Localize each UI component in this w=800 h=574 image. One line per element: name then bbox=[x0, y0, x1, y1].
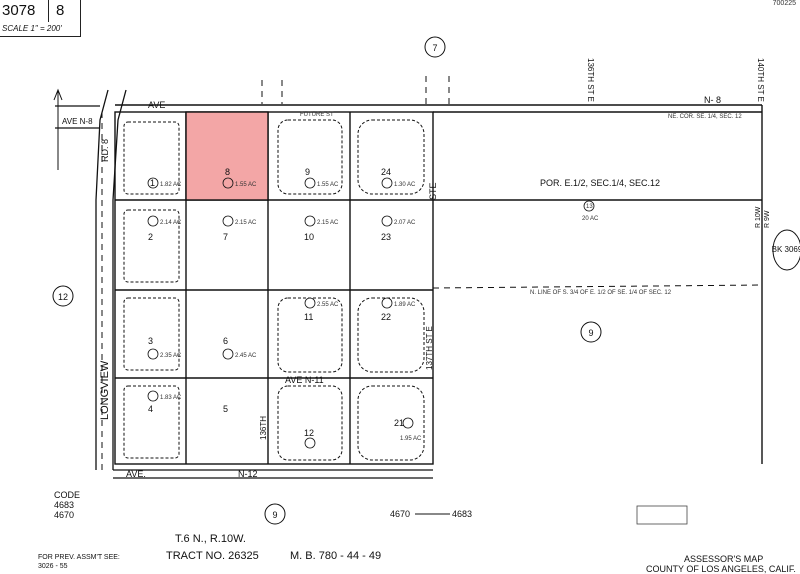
code-label: CODE bbox=[54, 490, 81, 500]
parcel-acres-22: 1.89 AC bbox=[394, 302, 416, 308]
street-ave-n12-right: N-12 bbox=[238, 469, 258, 479]
street-ave-n8: AVE N-8 bbox=[62, 117, 93, 126]
parcel-acres-4: 1.83 AC bbox=[160, 395, 182, 401]
street-longview: LONGVIEW bbox=[99, 360, 111, 420]
parcel-num-6[interactable]: 6 bbox=[223, 336, 228, 346]
circled-ref-bottom-icon bbox=[264, 503, 286, 525]
parcel-num-24[interactable]: 24 bbox=[381, 167, 391, 177]
township-range: T.6 N., R.10W. bbox=[175, 533, 246, 545]
map-header-box: 3078 8 SCALE 1" = 200' bbox=[0, 0, 81, 37]
circled-ref-left: 12 bbox=[58, 292, 68, 302]
assessor-map-title: ASSESSOR'S MAP bbox=[684, 554, 764, 564]
range-r10w: R 10W bbox=[755, 206, 762, 228]
prev-assessment-label: FOR PREV. ASSM'T SEE: bbox=[38, 554, 120, 561]
parcel-acres-11: 2.55 AC bbox=[317, 302, 339, 308]
street-136th-top: 136TH ST E bbox=[586, 58, 595, 102]
large-parcel-acres: 20 AC bbox=[582, 216, 599, 222]
header-divider bbox=[48, 0, 49, 22]
parcel-num-21[interactable]: 21 bbox=[394, 418, 404, 428]
large-parcel-label: POR. E.1/2, SEC.1/4, SEC.12 bbox=[540, 178, 660, 188]
street-ave-n12-left: AVE. bbox=[126, 469, 146, 479]
approval-stamp bbox=[636, 505, 688, 525]
sheet-number: 8 bbox=[56, 2, 65, 19]
tract-boundary bbox=[114, 111, 434, 465]
future-st-label: FUTURE ST bbox=[300, 112, 334, 118]
street-ave-top: AVE bbox=[148, 100, 165, 110]
parcel-num-12[interactable]: 12 bbox=[304, 428, 314, 438]
parcel-acres-23: 2.07 AC bbox=[394, 220, 416, 226]
parcel-num-11[interactable]: 11 bbox=[304, 312, 313, 322]
book-ref-icon bbox=[772, 229, 800, 271]
parcel-acres-10: 2.15 AC bbox=[317, 220, 339, 226]
parcel-acres-3: 2.35 AC bbox=[160, 353, 182, 359]
parcel-num-22[interactable]: 22 bbox=[381, 312, 391, 322]
book-number: 3078 bbox=[2, 2, 36, 19]
parcel-acres-9: 1.55 AC bbox=[317, 182, 339, 188]
parcel-acres-21: 1.95 AC bbox=[400, 436, 422, 442]
code-line-left: 4670 bbox=[390, 509, 410, 519]
range-r9w: R 9W bbox=[764, 210, 771, 228]
parcel-num-5[interactable]: 5 bbox=[223, 404, 228, 414]
parcel-num-1[interactable]: 1 bbox=[150, 178, 155, 188]
large-parcel-top-note: NE. COR. SE. 1/4, SEC. 12 bbox=[668, 114, 742, 120]
code-value-2: 4670 bbox=[54, 510, 75, 520]
prev-assessment-ref: 3026 - 55 bbox=[38, 563, 68, 570]
circled-ref-right-icon bbox=[580, 321, 602, 343]
parcel-num-7[interactable]: 7 bbox=[223, 232, 228, 242]
street-137th: 137TH ST E bbox=[425, 326, 434, 370]
parcel-num-23[interactable]: 23 bbox=[381, 232, 391, 242]
code-line-right: 4683 bbox=[452, 509, 472, 519]
circled-ref-top-icon bbox=[424, 36, 446, 58]
street-140th-top: 140TH ST E bbox=[756, 58, 765, 102]
parcel-acres-24: 1.30 AC bbox=[394, 182, 416, 188]
corner-code: 700225 bbox=[772, 0, 796, 7]
large-parcel-num[interactable]: 13 bbox=[586, 204, 593, 210]
street-rd8: RD. 8 bbox=[100, 139, 110, 162]
parcel-acres-1: 1.82 AC bbox=[160, 182, 182, 188]
parcel-acres-8: 1.55 AC bbox=[235, 182, 257, 188]
parcel-num-3[interactable]: 3 bbox=[148, 336, 153, 346]
street-ste: STE bbox=[428, 182, 438, 200]
parcel-acres-2: 2.14 AC bbox=[160, 220, 182, 226]
street-ave-n11: AVE N-11 bbox=[285, 375, 324, 385]
parcel-num-10[interactable]: 10 bbox=[304, 232, 314, 242]
large-parcel-line-note: N. LINE OF S. 3/4 OF E. 1/2 OF SE. 1/4 O… bbox=[530, 290, 672, 296]
map-book-ref: M. B. 780 - 44 - 49 bbox=[290, 550, 382, 562]
code-value-1: 4683 bbox=[54, 500, 75, 510]
street-136th: 136TH bbox=[259, 416, 268, 440]
county-name: COUNTY OF LOS ANGELES, CALIF. bbox=[646, 564, 796, 574]
parcel-num-9[interactable]: 9 bbox=[305, 167, 310, 177]
parcel-num-2[interactable]: 2 bbox=[148, 232, 153, 242]
parcel-acres-7: 2.15 AC bbox=[235, 220, 257, 226]
parcel-num-8[interactable]: 8 bbox=[225, 167, 230, 177]
circled-ref-right: 9 bbox=[588, 328, 593, 338]
map-scale: SCALE 1" = 200' bbox=[2, 24, 62, 33]
north-arrow-icon bbox=[53, 88, 63, 170]
book-ref: BK 3069 bbox=[772, 245, 800, 254]
parcel-num-4[interactable]: 4 bbox=[148, 404, 153, 414]
highlighted-parcel-8[interactable] bbox=[185, 111, 269, 201]
tract-number: TRACT NO. 26325 bbox=[166, 550, 259, 562]
circled-ref-top: 7 bbox=[432, 43, 437, 53]
parcel-acres-6: 2.45 AC bbox=[235, 353, 257, 359]
circled-ref-bottom: 9 bbox=[272, 510, 277, 520]
parcel-labels: 1 1.82 AC 2 2.14 AC 3 2.35 AC 4 1.83 AC … bbox=[148, 167, 422, 442]
circled-ref-left-icon bbox=[52, 285, 74, 307]
street-n8: N- 8 bbox=[704, 95, 721, 105]
